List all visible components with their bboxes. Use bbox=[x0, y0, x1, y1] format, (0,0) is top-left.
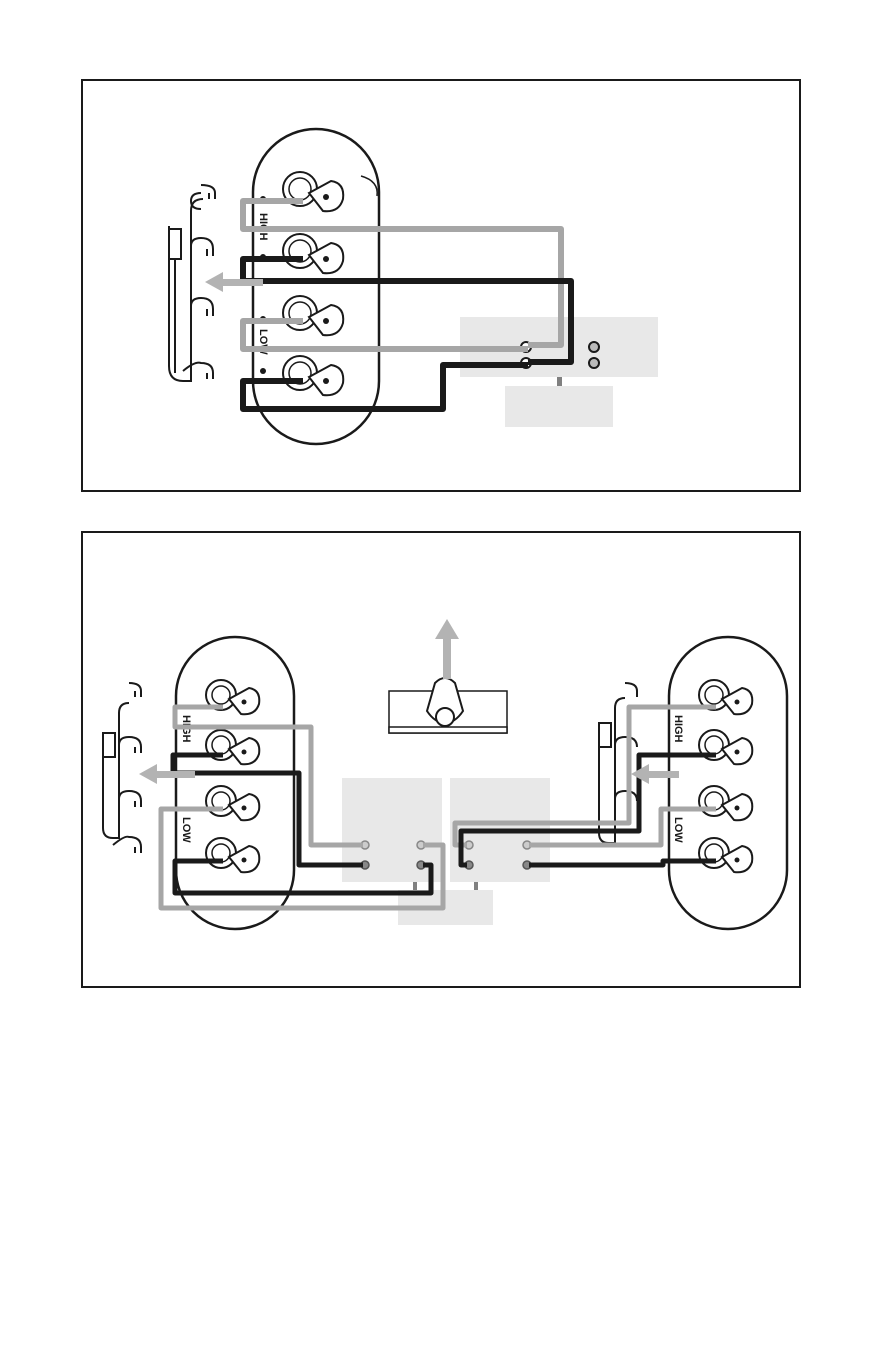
left-jumper-bar bbox=[103, 683, 141, 853]
listener-icon bbox=[389, 678, 507, 733]
amp-jack bbox=[589, 358, 599, 368]
right-label-low: LOW bbox=[672, 817, 684, 843]
left-speaker-plate bbox=[176, 637, 294, 929]
left-label-low: LOW bbox=[180, 817, 192, 843]
diagram-panel-two-speakers: HIGH LOW bbox=[81, 531, 801, 988]
diagram-panel-single-speaker: HIGH LOW bbox=[81, 79, 801, 492]
speaker-back-plate bbox=[253, 129, 379, 444]
amp-jack bbox=[589, 342, 599, 352]
amp-connector-stub bbox=[474, 882, 478, 890]
amp-connector-stub bbox=[557, 377, 562, 386]
forward-arrow bbox=[435, 619, 459, 679]
single-speaker-diagram: HIGH LOW bbox=[83, 81, 803, 494]
polarity-dot bbox=[260, 368, 266, 374]
amp-connector-stub bbox=[413, 882, 417, 890]
right-speaker-plate bbox=[669, 637, 787, 929]
two-speaker-diagram: HIGH LOW bbox=[83, 533, 803, 990]
amplifier-base bbox=[505, 386, 613, 427]
right-label-high: HIGH bbox=[672, 715, 684, 743]
